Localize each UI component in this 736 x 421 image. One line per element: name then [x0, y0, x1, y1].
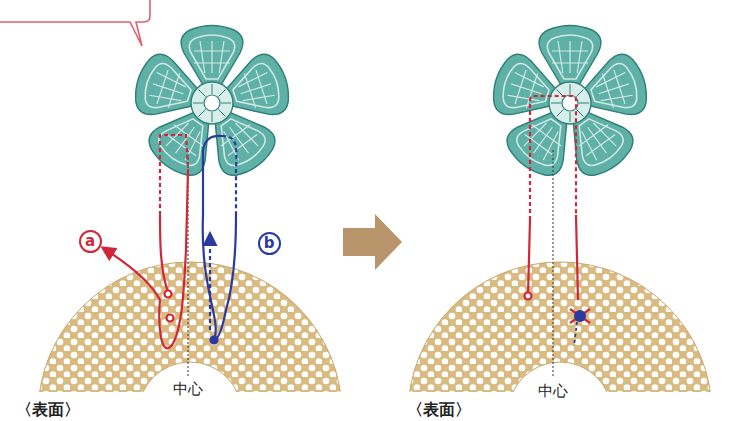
- perforated-base: [408, 262, 712, 392]
- side-label: 〈表面〉: [14, 400, 82, 421]
- circled-letter: b: [258, 232, 281, 255]
- flower-motif: [129, 26, 296, 184]
- knot: [574, 310, 586, 322]
- blue-thread: [203, 136, 237, 344]
- center-label: 中心: [536, 382, 570, 401]
- perforated-base: [38, 262, 342, 392]
- flower-motif: [487, 26, 654, 184]
- callout-letter: b: [264, 236, 275, 251]
- step-arrow: [343, 214, 402, 270]
- callout-letter: a: [85, 234, 95, 249]
- callout-bubble: [0, 0, 150, 46]
- side-label: 〈表面〉: [405, 400, 473, 421]
- red-thread: [525, 96, 591, 323]
- center-line: [553, 150, 554, 378]
- blue-thread: [574, 322, 577, 346]
- center-label: 中心: [171, 380, 205, 399]
- red-thread: [103, 135, 188, 348]
- circled-letter: a: [79, 230, 102, 253]
